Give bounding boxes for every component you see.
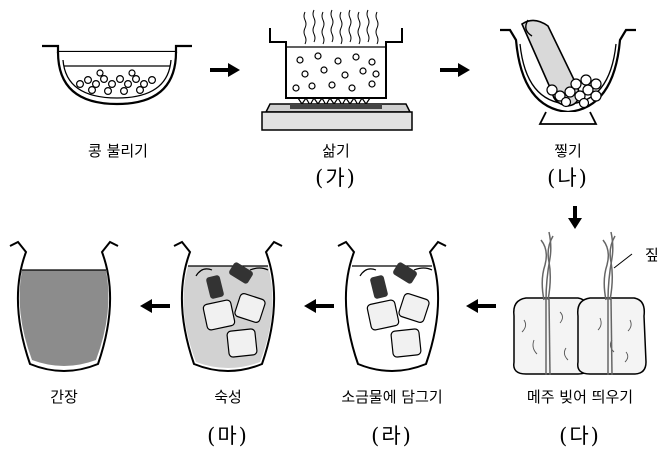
step-ra: (라) xyxy=(371,420,413,450)
onggi-jar-icon xyxy=(10,242,118,371)
pot-on-stove-icon xyxy=(262,10,412,130)
mortar-and-pestle-icon xyxy=(500,20,636,124)
label-meju: 메주 빚어 띄우기 xyxy=(527,386,633,407)
step-ga: (가) xyxy=(315,162,357,192)
black-arrow-icon xyxy=(440,63,470,77)
label-straw: 짚 xyxy=(645,244,659,265)
label-salt-soak: 소금물에 담그기 xyxy=(341,386,442,407)
onggi-jar-icon xyxy=(338,242,446,371)
onggi-jar-icon xyxy=(174,242,282,371)
step-na: (나) xyxy=(547,162,589,192)
black-arrow-icon xyxy=(304,299,334,313)
step-da: (다) xyxy=(559,420,601,450)
step-ma: (마) xyxy=(207,420,249,450)
black-arrow-icon xyxy=(140,299,170,313)
bowl-with-beans-icon xyxy=(42,46,192,104)
label-boil: 삶기 xyxy=(322,140,350,161)
black-arrow-icon xyxy=(466,299,496,313)
label-soy-sauce: 간장 xyxy=(50,386,78,407)
label-bean-soak: 콩 불리기 xyxy=(88,140,148,161)
black-arrow-icon xyxy=(568,206,582,229)
label-aging: 숙성 xyxy=(214,386,242,407)
label-pound: 찧기 xyxy=(554,140,582,161)
black-arrow-icon xyxy=(210,63,240,77)
meju-blocks-with-straw-icon xyxy=(514,232,646,375)
